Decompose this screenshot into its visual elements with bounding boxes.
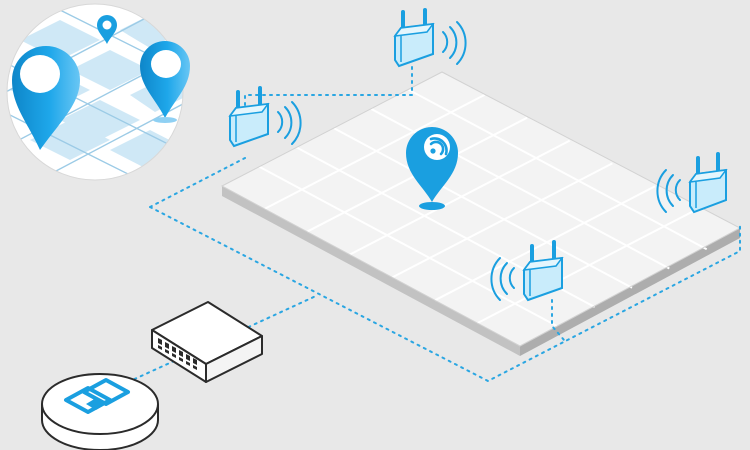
wifi-signal-icon <box>429 137 448 156</box>
access-point-top-icon <box>393 8 467 68</box>
ap-front-link <box>551 299 565 341</box>
location-pin-icon <box>406 127 458 210</box>
access-point-front-icon <box>490 240 564 302</box>
map-pin-large-left-icon <box>12 46 80 150</box>
map-pin-small-icon <box>97 15 117 44</box>
network-switch-icon <box>151 301 263 383</box>
controller-puck-icon <box>41 373 159 450</box>
switch-uplink <box>241 294 319 331</box>
location-map-inset <box>6 3 190 181</box>
switch-ports <box>158 338 197 370</box>
map-pin-large-right-icon <box>140 41 190 123</box>
access-point-right-icon <box>656 152 728 214</box>
ap-ring-link <box>149 157 741 383</box>
access-point-left-icon <box>228 86 302 148</box>
